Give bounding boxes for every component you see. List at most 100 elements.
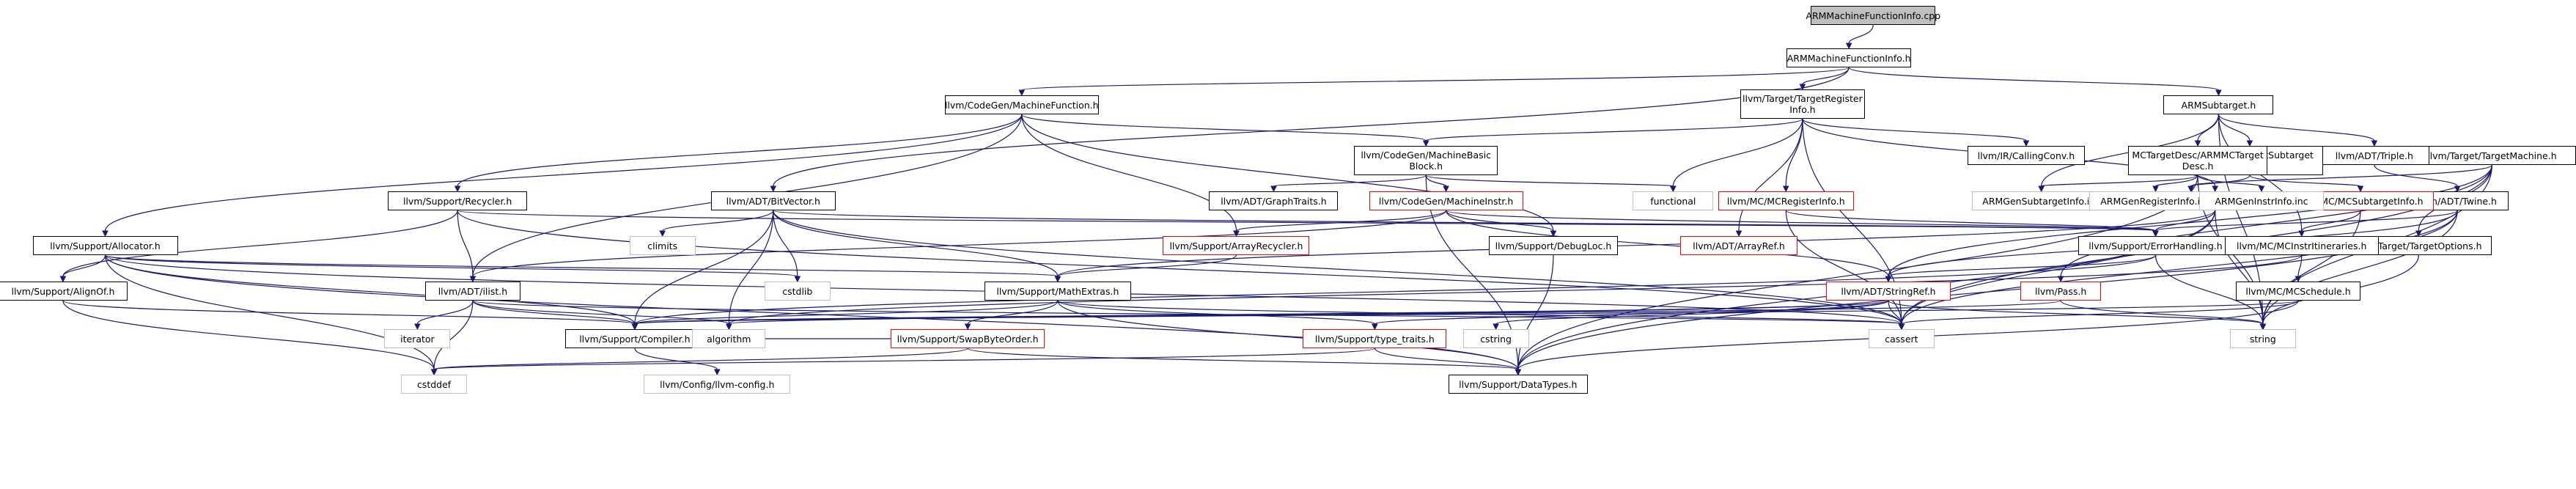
arrowhead-afi_h-subtarget — [2215, 89, 2222, 97]
node-climits[interactable]: climits — [629, 236, 696, 255]
edge-treg-arrayref — [1738, 118, 1803, 232]
node-subtarget[interactable]: ARMSubtarget.h — [2163, 95, 2274, 114]
edge-mbb-functional — [1425, 174, 1674, 187]
edge-stringref-cstring — [1495, 300, 1889, 325]
arrowhead-mf_h-allocator — [102, 230, 108, 238]
edge-recycler-alignof — [62, 210, 458, 277]
node-iterator[interactable]: iterator — [384, 329, 451, 348]
node-mcinstritin[interactable]: llvm/MC/MCInstrItineraries.h — [2224, 236, 2379, 255]
node-ilist[interactable]: llvm/ADT/ilist.h — [424, 282, 520, 301]
edge-allocator-cstdlib — [104, 254, 798, 277]
edge-mctarget-datatypes — [1517, 174, 2198, 370]
node-cstddef[interactable]: cstddef — [401, 375, 468, 394]
node-afi-h[interactable]: ARMMachineFunctionInfo.h — [1786, 48, 1912, 67]
arrowhead-targetoptions-string — [2259, 323, 2267, 331]
node-algorithm[interactable]: algorithm — [692, 329, 766, 348]
arrowhead-machineinstr-debugloc — [1550, 230, 1557, 238]
edge-alignof-cstddef — [62, 300, 435, 370]
node-swapbyte[interactable]: llvm/Support/SwapByteOrder.h — [891, 329, 1045, 348]
edge-allocator-alignof — [62, 254, 106, 277]
node-machineinstr[interactable]: llvm/CodeGen/MachineInstr.h — [1369, 191, 1523, 210]
arrowhead-treg-callingconv — [2023, 140, 2030, 147]
edge-stringref-cassert — [1888, 300, 1902, 325]
node-treg[interactable]: llvm/Target/TargetRegister Info.h — [1740, 89, 1865, 119]
node-callingconv[interactable]: llvm/IR/CallingConv.h — [1967, 146, 2085, 165]
arrowhead-triple-twine — [2454, 185, 2461, 193]
edge-mctarget-gensub — [2041, 174, 2198, 187]
edge-mbb-graphtraits — [1273, 174, 1427, 187]
edge-mf_h-arrayrecycler — [1021, 114, 1237, 232]
edge-targetmachine-pass — [2060, 164, 2493, 277]
edge-treg-callingconv — [1802, 118, 2027, 141]
edge-errorhandling-string — [2154, 254, 2264, 325]
edge-mcinstritin-algorithm — [728, 254, 2303, 325]
arrowhead-afi_h-bitvector — [770, 185, 777, 193]
edge-errorhandling-stringref — [1888, 254, 2157, 277]
arrowhead-tsubinfo-mcsubinfo — [2357, 185, 2364, 193]
node-debugloc[interactable]: llvm/Support/DebugLoc.h — [1488, 236, 1618, 255]
edge-twine-string — [2262, 210, 2458, 325]
edge-triple-twine — [2374, 164, 2458, 187]
node-mcreginfo[interactable]: llvm/MC/MCRegisterInfo.h — [1718, 191, 1854, 210]
node-functional[interactable]: functional — [1633, 191, 1714, 210]
node-mf-h[interactable]: llvm/CodeGen/MachineFunction.h — [944, 95, 1099, 114]
edge-mcinstritin-mcschedule — [2297, 254, 2303, 277]
node-mbb[interactable]: llvm/CodeGen/MachineBasic Block.h — [1354, 146, 1498, 175]
arrowhead-stringref-cassert — [1898, 323, 1905, 331]
edge-twine-errorhandling — [2154, 210, 2458, 232]
node-recycler[interactable]: llvm/Support/Recycler.h — [388, 191, 528, 210]
node-llvmconfig[interactable]: llvm/Config/llvm-config.h — [644, 375, 791, 394]
node-cstdlib[interactable]: cstdlib — [764, 282, 831, 301]
edge-swapbyte-datatypes — [967, 348, 1519, 370]
node-stringref[interactable]: llvm/ADT/StringRef.h — [1825, 282, 1951, 301]
node-cpp: ARMMachineFunctionInfo.cpp — [1806, 6, 1940, 25]
arrowhead-mbb-graphtraits — [1270, 185, 1277, 193]
edge-mcsubinfo-mcinstritin — [2301, 210, 2361, 232]
node-datatypes[interactable]: llvm/Support/DataTypes.h — [1448, 375, 1588, 394]
edge-mctarget-geninstr — [2197, 174, 2262, 187]
node-string[interactable]: string — [2229, 329, 2296, 348]
node-cstring[interactable]: cstring — [1462, 329, 1529, 348]
node-gensub[interactable]: ARMGenSubtargetInfo.inc — [1971, 191, 2111, 210]
edge-subtarget-triple — [2218, 114, 2375, 141]
node-compiler[interactable]: llvm/Support/Compiler.h — [564, 329, 704, 348]
edge-stringref-string — [1888, 300, 2264, 325]
arrowhead-targetmachine-pass — [2057, 276, 2064, 283]
node-bitvector[interactable]: llvm/ADT/BitVector.h — [710, 191, 836, 210]
node-alignof[interactable]: llvm/Support/AlignOf.h — [0, 282, 128, 301]
edge-errorhandling-compiler — [634, 254, 2157, 325]
arrowhead-treg-arrayref — [1735, 230, 1743, 238]
arrowhead-stringref-algorithm — [726, 323, 732, 331]
node-cassert[interactable]: cassert — [1868, 329, 1935, 348]
arrowhead-mbb-machineinstr — [1443, 185, 1449, 193]
node-triple[interactable]: llvm/ADT/Triple.h — [2319, 146, 2429, 165]
node-mctarget[interactable]: MCTargetDesc/ARMMCTarget Desc.h — [2128, 146, 2268, 175]
edge-ilist-iterator — [416, 300, 474, 325]
edge-mathextras-compiler — [634, 300, 1059, 325]
node-typetraits[interactable]: llvm/Support/type_traits.h — [1303, 329, 1447, 348]
arrowhead-treg-mbb — [1422, 140, 1429, 147]
node-mathextras[interactable]: llvm/Support/MathExtras.h — [984, 282, 1131, 301]
node-graphtraits[interactable]: llvm/ADT/GraphTraits.h — [1209, 191, 1339, 210]
edge-treg-functional — [1672, 118, 1803, 187]
node-arrayref[interactable]: llvm/ADT/ArrayRef.h — [1680, 236, 1798, 255]
arrowhead-mf_h-recycler — [454, 185, 461, 193]
node-allocator[interactable]: llvm/Support/Allocator.h — [32, 236, 178, 255]
node-targetmachine[interactable]: llvm/Target/TargetMachine.h — [2407, 146, 2576, 165]
arrowhead-mctarget-gensub — [2038, 185, 2045, 193]
node-pass[interactable]: llvm/Pass.h — [2020, 282, 2102, 301]
edge-ilist-cstddef — [433, 300, 474, 370]
edge-mctarget-genreg — [2154, 174, 2198, 187]
node-arrayrecycler[interactable]: llvm/Support/ArrayRecycler.h — [1163, 236, 1310, 255]
arrowhead-mathextras-swapbyte — [964, 323, 971, 331]
arrowhead-typetraits-cstddef — [430, 369, 438, 376]
node-mcschedule[interactable]: llvm/MC/MCSchedule.h — [2236, 282, 2360, 301]
edge-valuetypes-mathextras — [1057, 210, 2216, 277]
edge-bitvector-cassert — [773, 210, 1902, 325]
edge-arrayrecycler-mathextras — [1057, 254, 1237, 277]
node-geninstr[interactable]: ARMGenInstrInfo.inc — [2198, 191, 2324, 210]
edge-subtarget-tsubinfo — [2218, 114, 2251, 141]
node-errorhandling[interactable]: llvm/Support/ErrorHandling.h — [2078, 236, 2233, 255]
arrowhead-mcinstritin-mcschedule — [2295, 276, 2302, 283]
